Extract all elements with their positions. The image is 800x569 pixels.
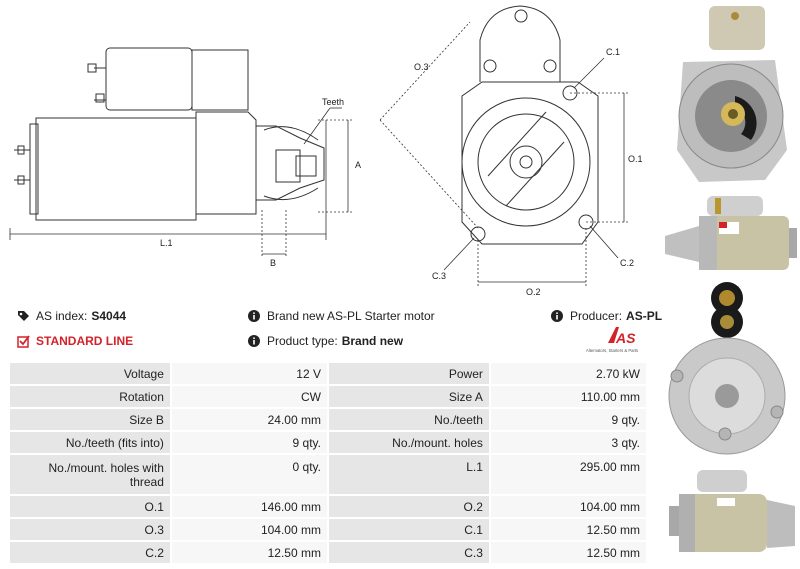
brand-new-text: Brand new AS-PL Starter motor (267, 309, 435, 323)
product-photo-side-1 (665, 196, 797, 270)
producer: Producer: AS-PL (550, 309, 662, 323)
as-index: AS index: S4044 (16, 309, 126, 323)
spec-value: 12.50 mm (490, 542, 646, 563)
info-icon (550, 309, 564, 323)
dim-o1-label: O.1 (628, 154, 643, 164)
spec-label: O.3 (10, 519, 170, 540)
spec-value: 9 qty. (171, 432, 327, 453)
product-photo-front (677, 6, 787, 182)
dim-c3-label: C.3 (432, 271, 446, 281)
tag-icon (16, 309, 30, 323)
spec-label: Voltage (10, 363, 170, 384)
spec-table: Voltage 12 V Power 2.70 kW Rotation CW S… (8, 361, 648, 565)
spec-label: Size A (328, 386, 489, 407)
product-type-label: Product type: (267, 334, 338, 348)
dim-c2-label: C.2 (620, 258, 634, 268)
as-index-value: S4044 (91, 309, 127, 323)
spec-value: 9 qty. (490, 409, 646, 430)
spec-value: 3 qty. (490, 432, 646, 453)
spec-label: O.2 (328, 496, 489, 517)
table-row: No./teeth (fits into) 9 qty. No./mount. … (10, 432, 646, 453)
spec-label: Rotation (10, 386, 170, 407)
spec-label: C.2 (10, 542, 170, 563)
spec-label: No./mount. holes with thread (10, 455, 170, 494)
spec-label: O.1 (10, 496, 170, 517)
producer-label: Producer: (570, 309, 623, 323)
product-type-value: Brand new (341, 334, 404, 348)
technical-drawing: Teeth A B L.1 O.3 O.1 O.2 C.1 C.2 C (9, 5, 643, 297)
dim-o3-label: O.3 (414, 62, 429, 72)
spec-value: 12.50 mm (490, 519, 646, 540)
as-index-label: AS index: (36, 309, 88, 323)
standard-line: STANDARD LINE (16, 334, 133, 348)
product-type: Product type: Brand new (247, 334, 403, 348)
spec-value: 104.00 mm (490, 496, 646, 517)
spec-value: 110.00 mm (490, 386, 646, 407)
logo-mark: AS (615, 330, 636, 346)
checkbox-icon (16, 334, 30, 348)
standard-line-label: STANDARD LINE (36, 334, 134, 348)
product-photo-side-2 (669, 470, 795, 552)
dim-a-label: A (355, 160, 361, 170)
spec-value: 0 qty. (171, 455, 327, 494)
spec-label: Power (328, 363, 489, 384)
producer-value: AS-PL (626, 309, 663, 323)
spec-value: 2.70 kW (490, 363, 646, 384)
spec-value: 146.00 mm (171, 496, 327, 517)
as-pl-logo: AS Alternators, Starters & Parts (586, 327, 638, 353)
table-row: Size B 24.00 mm No./teeth 9 qty. (10, 409, 646, 430)
teeth-label: Teeth (322, 97, 344, 107)
spec-value: 12.50 mm (171, 542, 327, 563)
spec-label: No./mount. holes (328, 432, 489, 453)
dim-c1-label: C.1 (606, 47, 620, 57)
spec-label: C.1 (328, 519, 489, 540)
table-row: Voltage 12 V Power 2.70 kW (10, 363, 646, 384)
info-icon (247, 309, 261, 323)
spec-label: C.3 (328, 542, 489, 563)
logo-tagline: Alternators, Starters & Parts (586, 348, 638, 353)
spec-value: 104.00 mm (171, 519, 327, 540)
table-row: O.3 104.00 mm C.1 12.50 mm (10, 519, 646, 540)
dim-o2-label: O.2 (526, 287, 541, 297)
spec-label: No./teeth (fits into) (10, 432, 170, 453)
table-row: C.2 12.50 mm C.3 12.50 mm (10, 542, 646, 563)
table-row: No./mount. holes with thread 0 qty. L.1 … (10, 455, 646, 494)
brand-new-info: Brand new AS-PL Starter motor (247, 309, 435, 323)
spec-value: CW (171, 386, 327, 407)
product-photos (665, 6, 797, 552)
table-row: Rotation CW Size A 110.00 mm (10, 386, 646, 407)
table-row: O.1 146.00 mm O.2 104.00 mm (10, 496, 646, 517)
product-photo-rear (668, 282, 786, 455)
spec-value: 12 V (171, 363, 327, 384)
dim-l1-label: L.1 (160, 238, 173, 248)
spec-value: 295.00 mm (490, 455, 646, 494)
spec-label: No./teeth (328, 409, 489, 430)
spec-label: Size B (10, 409, 170, 430)
spec-value: 24.00 mm (171, 409, 327, 430)
dim-b-label: B (270, 258, 276, 268)
info-icon (247, 334, 261, 348)
spec-label: L.1 (328, 455, 489, 494)
